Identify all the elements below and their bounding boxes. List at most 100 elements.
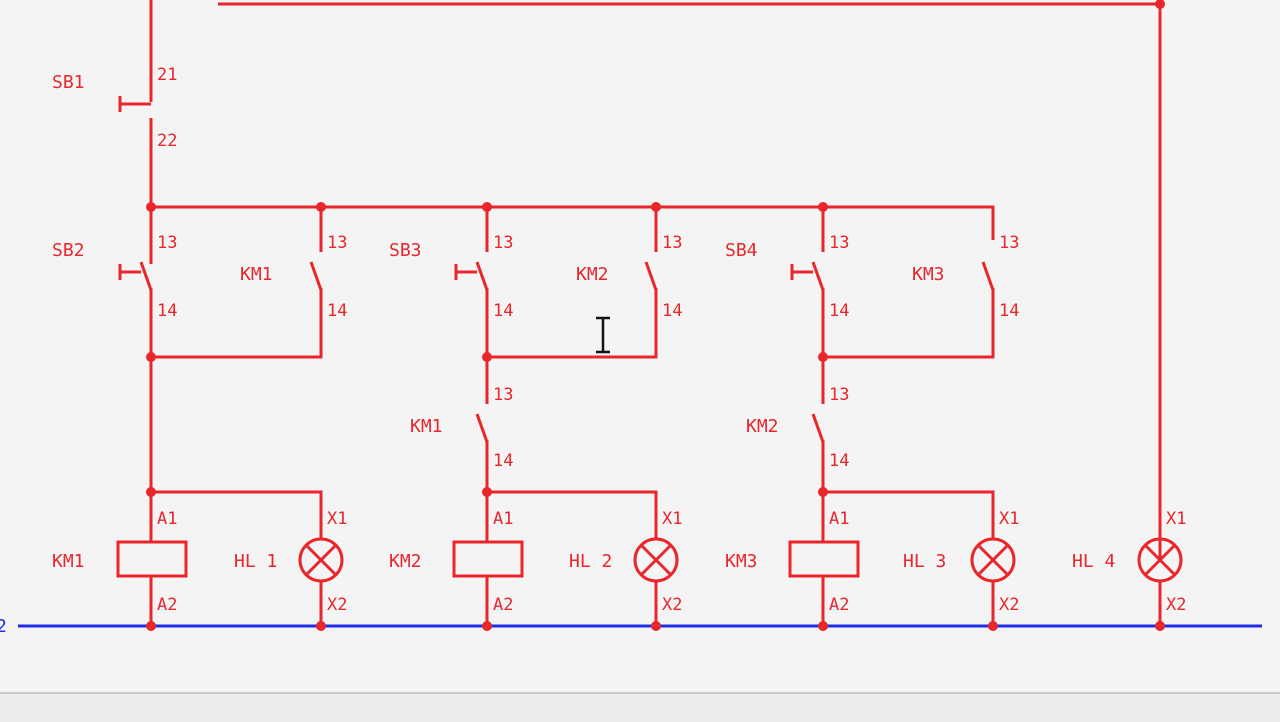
sb2-pin-bottom: 14 (157, 301, 177, 321)
km2-coil-label: KM2 (389, 551, 422, 572)
sb4-pin-top: 13 (829, 233, 849, 253)
branch-3-feed (823, 490, 995, 538)
km3-hold-pin-bottom: 14 (999, 301, 1019, 321)
stop-switch-sb1[interactable]: SB1 21 22 (52, 58, 177, 206)
junction-dot (482, 487, 492, 497)
junction-dot (818, 621, 828, 631)
holding-contact-km3[interactable]: KM3 13 14 (823, 233, 1019, 359)
coil-km3[interactable]: KM3 A1 A2 (725, 509, 860, 626)
km3-coil-pin-top: A1 (829, 509, 849, 529)
km2-coil-pin-top: A1 (493, 509, 513, 529)
km2-coil-pin-bottom: A2 (493, 595, 513, 615)
branch-1-feed (149, 357, 323, 542)
km1-hold-label: KM1 (240, 264, 273, 285)
hl3-pin-top: X1 (999, 509, 1019, 529)
sb1-actuator (118, 96, 133, 112)
km2-interlock-pin-bottom: 14 (829, 451, 849, 471)
sb3-label: SB3 (389, 240, 422, 261)
sb4-pin-bottom: 14 (829, 301, 849, 321)
schematic-canvas[interactable]: SB1 21 22 SB2 13 14 KM1 13 14 (0, 0, 1280, 692)
start-button-sb3[interactable]: SB3 13 14 (389, 207, 513, 357)
branch-2-feed (487, 490, 658, 538)
km2-interlock-contact (811, 357, 825, 542)
sb1-pin-top: 21 (157, 65, 177, 85)
lamp-hl1[interactable]: HL 1 X1 X2 (234, 509, 347, 626)
neutral-bus-label: 2 (0, 616, 7, 637)
km3-hold-contact (823, 261, 995, 359)
hl4-label: HL 4 (1072, 551, 1115, 572)
control-rail (151, 205, 995, 240)
lamp-hl3[interactable]: HL 3 X1 X2 (903, 509, 1019, 626)
start-button-sb4[interactable]: SB4 13 14 (725, 207, 849, 357)
km2-interlock-pin-top: 13 (829, 385, 849, 405)
lamp-hl2[interactable]: HL 2 X1 X2 (569, 509, 682, 626)
km2-hold-contact (487, 207, 658, 359)
km2-coil-body (452, 540, 524, 578)
sb2-label: SB2 (52, 240, 85, 261)
junction-dot (316, 621, 326, 631)
km3-hold-pin-top: 13 (999, 233, 1019, 253)
hl2-pin-top: X1 (662, 509, 682, 529)
hl2-pin-bottom: X2 (662, 595, 682, 615)
junction-dot (146, 621, 156, 631)
supply-wiring (149, 0, 1165, 560)
coil-km1[interactable]: KM1 A1 A2 (52, 509, 188, 626)
km1-interlock-contact (475, 357, 489, 542)
km2-hold-pin-bottom: 14 (662, 301, 682, 321)
km1-hold-contact (151, 207, 323, 359)
sb3-pin-top: 13 (493, 233, 513, 253)
hl1-pin-bottom: X2 (327, 595, 347, 615)
km1-hold-pin-top: 13 (327, 233, 347, 253)
km1-coil-label: KM1 (52, 551, 85, 572)
sb2-pin-top: 13 (157, 233, 177, 253)
km1-interlock-pin-top: 13 (493, 385, 513, 405)
sb4-label: SB4 (725, 240, 758, 261)
top-supply-wire (218, 2, 1162, 560)
junction-dot (818, 487, 828, 497)
km2-interlock-label: KM2 (746, 416, 779, 437)
coil-km2[interactable]: KM2 A1 A2 (389, 509, 524, 626)
sb1-contact (133, 58, 153, 206)
lamp-hl4[interactable]: HL 4 X1 X2 (1072, 509, 1186, 626)
junction-dot (651, 621, 661, 631)
junction-dot (146, 487, 156, 497)
hl4-lamp-cross (1143, 543, 1177, 626)
hl1-pin-top: X1 (327, 509, 347, 529)
status-strip (0, 692, 1280, 722)
sb4-actuator (790, 261, 825, 291)
hl2-label: HL 2 (569, 551, 612, 572)
km3-coil-pin-bottom: A2 (829, 595, 849, 615)
sb2-actuator (118, 261, 153, 291)
junction-dot (1155, 621, 1165, 631)
km1-interlock-label: KM1 (410, 416, 443, 437)
hl1-label: HL 1 (234, 551, 277, 572)
km1-coil-body (116, 540, 188, 578)
km1-interlock-pin-bottom: 14 (493, 451, 513, 471)
holding-contact-km1[interactable]: KM1 13 14 (151, 207, 347, 359)
branch-1: SB2 13 14 KM1 13 14 KM1 A1 A2 HL 1 X1 X (52, 207, 347, 626)
start-button-sb2[interactable]: SB2 13 14 (52, 207, 177, 357)
sb1-label: SB1 (52, 72, 85, 93)
junction-dot (482, 621, 492, 631)
km2-hold-label: KM2 (576, 264, 609, 285)
sb3-actuator (454, 261, 489, 291)
km1-coil-pin-bottom: A2 (157, 595, 177, 615)
km1-hold-pin-bottom: 14 (327, 301, 347, 321)
neutral-bus: 2 (0, 616, 1262, 637)
branch-2: SB3 13 14 KM2 13 14 KM1 13 14 KM2 A1 A2 (389, 207, 682, 626)
hl3-lamp-cross (976, 543, 1010, 626)
hl2-lamp-cross (639, 543, 673, 626)
holding-contact-km2[interactable]: KM2 13 14 (487, 207, 682, 359)
branch-3: SB4 13 14 KM3 13 14 KM2 13 14 KM3 A1 A2 (725, 207, 1019, 626)
hl3-pin-bottom: X2 (999, 595, 1019, 615)
sb3-pin-bottom: 14 (493, 301, 513, 321)
junction-dot (988, 621, 998, 631)
interlock-contact-km2[interactable]: KM2 13 14 (746, 357, 849, 542)
km2-hold-pin-top: 13 (662, 233, 682, 253)
hl4-pin-bottom: X2 (1166, 595, 1186, 615)
text-cursor-icon (596, 316, 610, 354)
km1-coil-pin-top: A1 (157, 509, 177, 529)
hl4-pin-top: X1 (1166, 509, 1186, 529)
km3-hold-label: KM3 (912, 264, 945, 285)
km3-coil-label: KM3 (725, 551, 758, 572)
